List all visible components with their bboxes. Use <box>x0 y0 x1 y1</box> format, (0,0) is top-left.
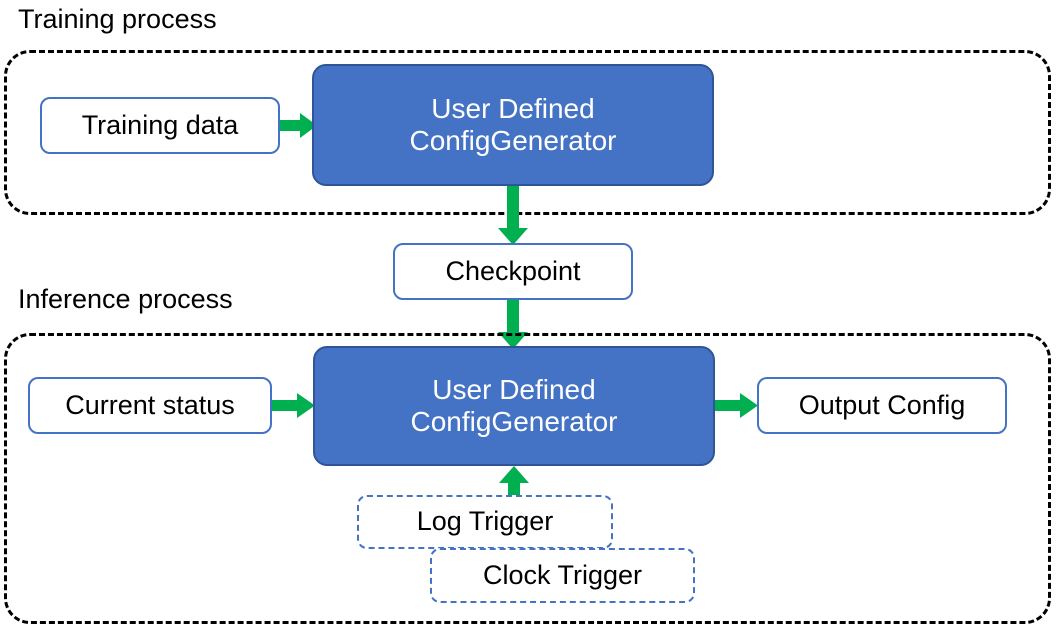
node-current-status[interactable]: Current status <box>28 377 272 434</box>
arrow-checkpoint-to-inference-generator <box>496 300 530 350</box>
node-current-status-label: Current status <box>65 389 235 420</box>
node-training-config-generator-line2: ConfigGenerator <box>409 125 617 156</box>
node-log-trigger[interactable]: Log Trigger <box>357 495 613 549</box>
node-clock-trigger[interactable]: Clock Trigger <box>430 548 695 603</box>
arrow-generator-to-checkpoint <box>496 186 530 246</box>
inference-process-container <box>4 333 1051 624</box>
node-log-trigger-label: Log Trigger <box>416 506 554 537</box>
node-output-config-label: Output Config <box>798 389 966 420</box>
arrow-training-data-to-generator <box>280 110 318 142</box>
node-inference-config-generator-line1: User Defined <box>432 373 596 405</box>
section-label-inference: Inference process <box>18 284 233 314</box>
arrow-log-trigger-to-generator <box>497 466 531 502</box>
node-training-config-generator-line1: User Defined <box>431 92 595 124</box>
arrow-generator-to-output-config <box>715 390 759 422</box>
node-output-config[interactable]: Output Config <box>757 377 1007 434</box>
node-inference-config-generator-line2: ConfigGenerator <box>410 406 618 437</box>
arrow-current-status-to-generator <box>272 390 316 422</box>
section-label-training: Training process <box>18 4 217 34</box>
node-checkpoint-label: Checkpoint <box>445 255 581 286</box>
training-process-container <box>4 50 1051 215</box>
node-inference-config-generator[interactable]: User Defined ConfigGenerator <box>313 346 715 466</box>
node-training-data[interactable]: Training data <box>40 97 280 154</box>
node-training-data-label: Training data <box>81 109 239 140</box>
node-training-config-generator[interactable]: User Defined ConfigGenerator <box>312 64 714 186</box>
node-clock-trigger-label: Clock Trigger <box>482 559 643 590</box>
node-checkpoint[interactable]: Checkpoint <box>393 243 633 300</box>
